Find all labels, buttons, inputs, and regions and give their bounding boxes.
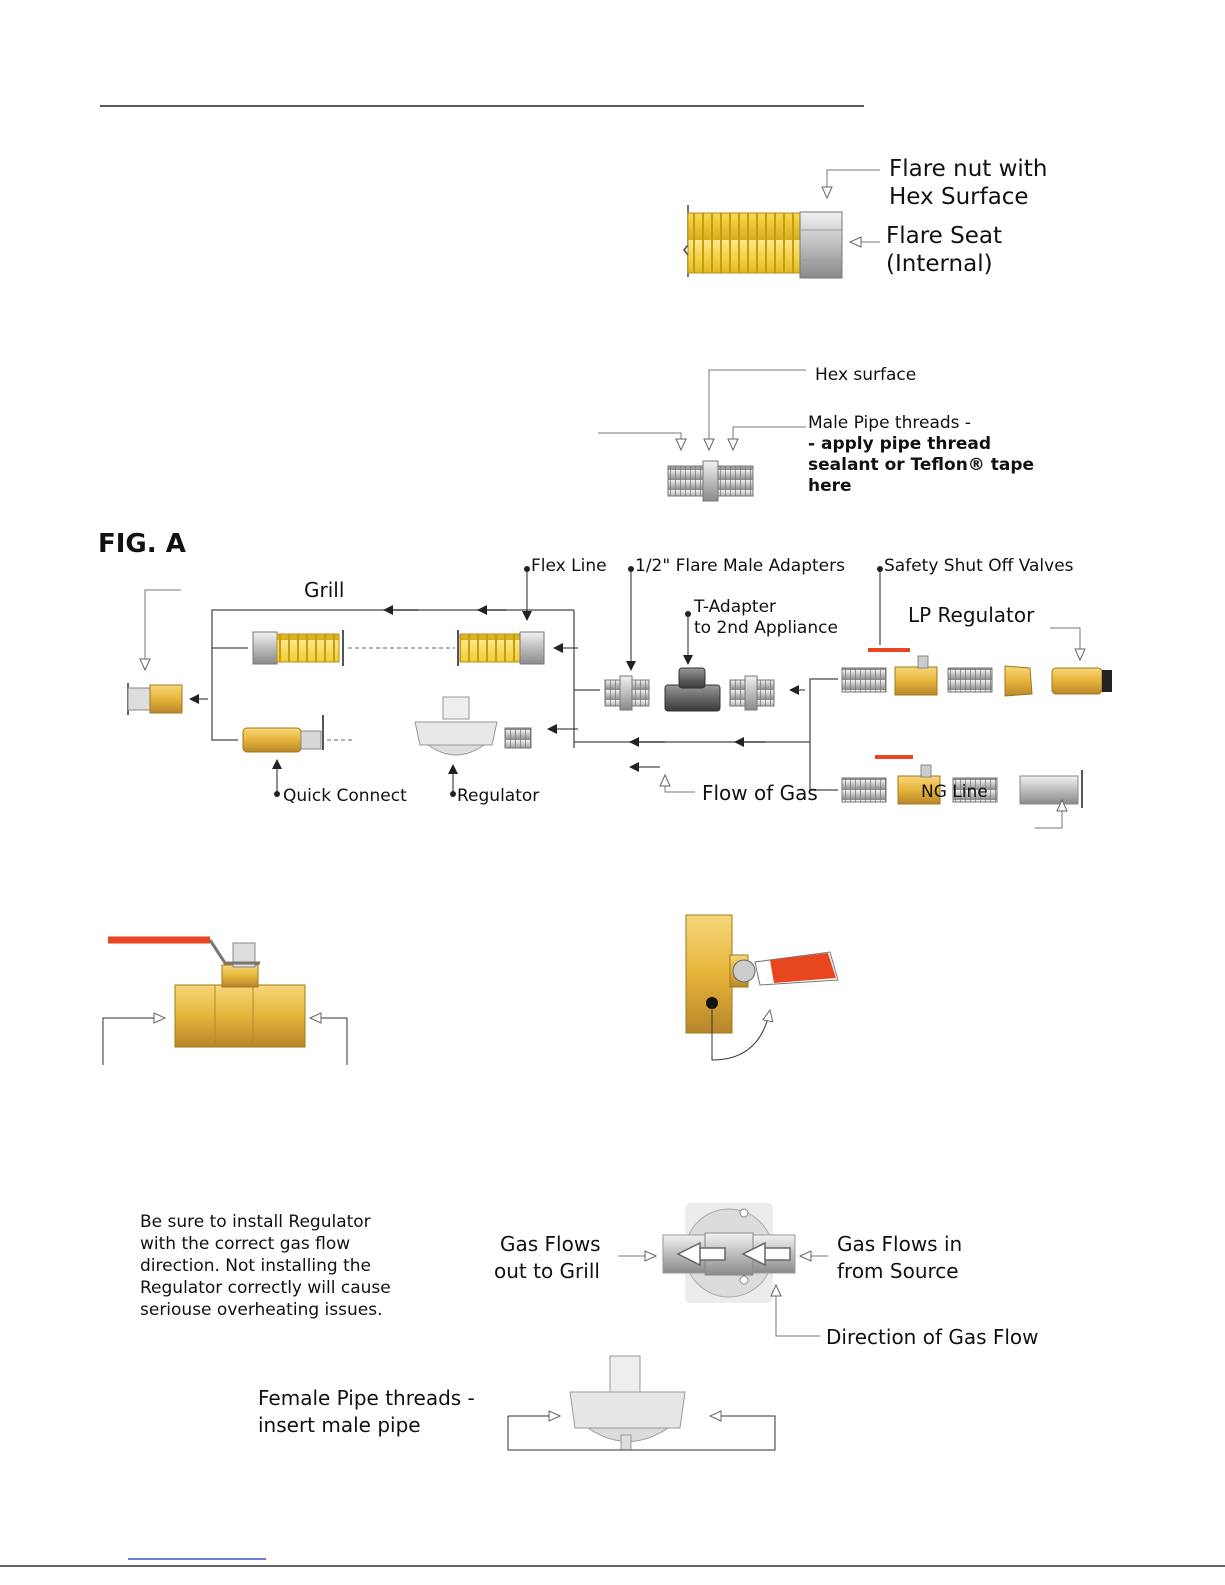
lp-regulator-label: LP Regulator	[908, 603, 1035, 627]
regulator-note-5: seriouse overheating issues.	[140, 1300, 383, 1320]
regulator-note-3: direction. Not installing the	[140, 1256, 371, 1276]
female-threads-label-1: Female Pipe threads -	[258, 1386, 475, 1410]
ball-valve-end-illustration	[685, 914, 839, 1061]
safety-valves-label: Safety Shut Off Valves	[884, 556, 1074, 576]
flare-adapters-label: 1/2" Flare Male Adapters	[635, 556, 845, 576]
male-threads-label: Male Pipe threads -	[808, 413, 972, 433]
regulator-note-2: with the correct gas flow	[140, 1234, 351, 1254]
t-adapter-label-1: T-Adapter	[694, 597, 777, 617]
flare-nut-label-2: Hex Surface	[889, 184, 1029, 210]
ng-line-label: NG Line	[921, 782, 988, 802]
fig-a-title: FIG. A	[98, 529, 186, 559]
flex-line-closeup-illustration	[683, 169, 880, 279]
flex-line-label: Flex Line	[531, 556, 607, 576]
regulator-label: Regulator	[457, 786, 540, 806]
gas-out-label-1: Gas Flows	[500, 1232, 601, 1256]
regulator-side-view-illustration	[507, 1355, 776, 1451]
flare-seat-label-2: (Internal)	[886, 251, 993, 277]
regulator-note-1: Be sure to install Regulator	[140, 1212, 371, 1232]
t-adapter-illustration	[664, 667, 721, 712]
lp-line-illustration	[841, 627, 1112, 697]
gas-in-label-1: Gas Flows in	[837, 1232, 963, 1256]
flare-nut-label: Flare nut with	[889, 156, 1048, 182]
regulator-top-view-illustration	[618, 1203, 828, 1337]
gas-in-label-2: from Source	[837, 1259, 959, 1283]
apply-sealant-label-2: sealant or Teflon® tape	[808, 455, 1035, 475]
direction-of-flow-label: Direction of Gas Flow	[826, 1325, 1039, 1349]
hex-surface-label: Hex surface	[815, 365, 917, 385]
hex-nipple-illustration	[598, 369, 806, 502]
flare-seat-label: Flare Seat	[886, 223, 1002, 249]
regulator-note-4: Regulator correctly will cause	[140, 1278, 391, 1298]
ball-valve-side-illustration	[102, 936, 348, 1065]
apply-sealant-label-3: here	[808, 476, 852, 496]
flow-of-gas-label: Flow of Gas	[702, 781, 818, 805]
fig-a-diagram	[127, 566, 1112, 829]
fig-a-regulator-illustration	[414, 696, 532, 756]
grill-label: Grill	[304, 578, 345, 602]
quick-connect-label: Quick Connect	[283, 786, 407, 806]
t-adapter-label-2: to 2nd Appliance	[694, 618, 838, 638]
gas-out-label-2: out to Grill	[494, 1259, 600, 1283]
ng-line-illustration	[841, 755, 1083, 829]
apply-sealant-label-1: - apply pipe thread	[808, 434, 992, 454]
female-threads-label-2: insert male pipe	[258, 1413, 421, 1437]
